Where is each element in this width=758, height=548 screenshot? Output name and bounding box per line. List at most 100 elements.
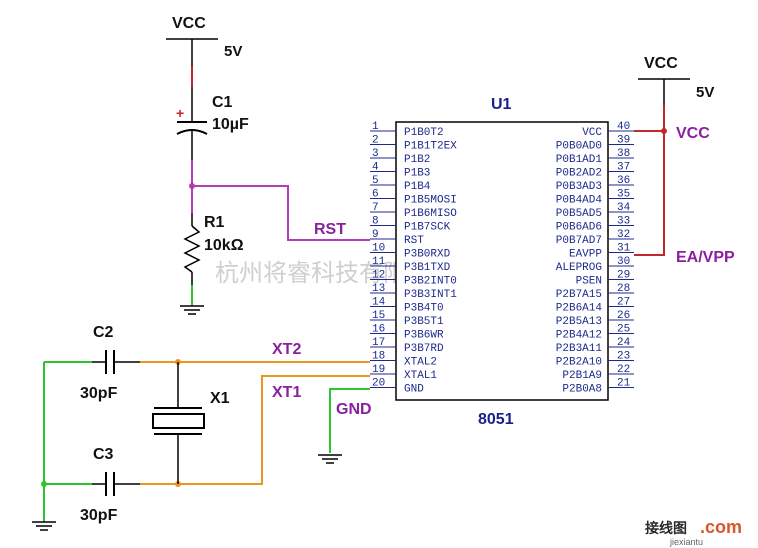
ea-net-label: EA/VPP xyxy=(676,249,735,266)
right-pin-name: P0B7AD7 xyxy=(556,235,602,247)
left-pin-name: XTAL1 xyxy=(404,370,437,382)
c3-ref: C3 xyxy=(93,446,114,463)
v5-right-label: 5V xyxy=(696,84,714,101)
left-pin-name: P1B3 xyxy=(404,168,430,180)
left-pin-number: 1 xyxy=(372,121,379,133)
right-pin-name: P0B1AD1 xyxy=(556,154,603,166)
left-pin-name: P3B0RXD xyxy=(404,249,451,261)
c2-value: 30pF xyxy=(80,385,118,402)
gnd-wire xyxy=(329,388,370,453)
right-pin-name: P2B6A14 xyxy=(556,303,603,315)
right-pin-name: P0B0AD0 xyxy=(556,141,602,153)
right-pin-name: P2B4A12 xyxy=(556,330,602,342)
right-pin-name: P2B0A8 xyxy=(562,384,602,396)
left-pin-name: P1B5MOSI xyxy=(404,195,457,207)
left-pin-name: P3B7RD xyxy=(404,343,444,355)
left-pin-number: 10 xyxy=(372,243,385,255)
chip-part: 8051 xyxy=(478,411,514,428)
r1-zigzag xyxy=(183,225,201,273)
right-pin-number: 34 xyxy=(617,202,631,214)
right-pin-number: 40 xyxy=(617,121,630,133)
x1-ref: X1 xyxy=(210,390,230,407)
c2-ref: C2 xyxy=(93,324,114,341)
xt1-wire xyxy=(140,375,370,485)
left-pin-number: 7 xyxy=(372,202,379,214)
left-pin-name: P3B5T1 xyxy=(404,316,444,328)
left-pin-name: P1B6MISO xyxy=(404,208,457,220)
left-pin-number: 8 xyxy=(372,216,379,228)
right-pin-name: P2B5A13 xyxy=(556,316,602,328)
left-pin-number: 3 xyxy=(372,148,379,160)
left-pin-number: 17 xyxy=(372,337,385,349)
right-pin-name: P0B3AD3 xyxy=(556,181,602,193)
left-pin-number: 14 xyxy=(372,297,386,309)
c3-value: 30pF xyxy=(80,507,118,524)
right-pin-number: 29 xyxy=(617,270,630,282)
r1-ref: R1 xyxy=(204,214,225,231)
right-pin-name: P0B5AD5 xyxy=(556,208,602,220)
right-pin-name: P0B2AD2 xyxy=(556,168,602,180)
right-pin-number: 22 xyxy=(617,364,630,376)
right-pin-number: 37 xyxy=(617,162,630,174)
logo-text: 接线图 xyxy=(645,520,687,536)
left-pin-number: 18 xyxy=(372,351,385,363)
left-pin-number: 11 xyxy=(372,256,386,268)
vcc-node-dot xyxy=(661,128,667,134)
left-pin-name: XTAL2 xyxy=(404,357,437,369)
left-pin-number: 4 xyxy=(372,162,379,174)
left-pin-name: P1B4 xyxy=(404,181,431,193)
xt2-net-label: XT2 xyxy=(272,341,301,358)
right-pin-number: 30 xyxy=(617,256,630,268)
left-pin-number: 20 xyxy=(372,378,385,390)
rst-net-label: RST xyxy=(314,221,346,238)
right-pin-number: 39 xyxy=(617,135,630,147)
right-pin-number: 24 xyxy=(617,337,631,349)
v5-top-label: 5V xyxy=(224,43,242,60)
right-pin-name: VCC xyxy=(582,127,602,139)
right-pin-name: P0B6AD6 xyxy=(556,222,602,234)
left-pin-name: RST xyxy=(404,235,424,247)
right-pin-name: P0B4AD4 xyxy=(556,195,603,207)
left-pin-number: 5 xyxy=(372,175,379,187)
right-pin-number: 25 xyxy=(617,324,630,336)
r1-ground-symbol xyxy=(180,305,204,315)
logo-com: .com xyxy=(700,517,742,537)
c1-plus-sign: + xyxy=(176,105,184,121)
right-pin-name: P2B1A9 xyxy=(562,370,602,382)
left-pin-number: 9 xyxy=(372,229,379,241)
left-pin-number: 12 xyxy=(372,270,385,282)
left-pin-number: 15 xyxy=(372,310,385,322)
right-pin-number: 32 xyxy=(617,229,630,241)
left-pin-name: P1B0T2 xyxy=(404,127,444,139)
right-pin-number: 36 xyxy=(617,175,630,187)
c1-ref: C1 xyxy=(212,94,233,111)
left-pin-name: P3B6WR xyxy=(404,330,444,342)
right-pin-number: 26 xyxy=(617,310,630,322)
c1-value: 10µF xyxy=(212,116,249,133)
right-pin-number: 23 xyxy=(617,351,630,363)
left-pin-number: 13 xyxy=(372,283,385,295)
left-pin-number: 6 xyxy=(372,189,379,201)
right-pin-number: 35 xyxy=(617,189,630,201)
right-pin-number: 21 xyxy=(617,378,631,390)
gnd-ground-symbol xyxy=(318,454,342,464)
left-pin-name: P3B1TXD xyxy=(404,262,451,274)
vcc-right-label: VCC xyxy=(644,55,678,72)
left-pin-number: 16 xyxy=(372,324,385,336)
left-pin-name: P3B2INT0 xyxy=(404,276,457,288)
left-pin-number: 2 xyxy=(372,135,379,147)
right-pin-name: P2B3A11 xyxy=(556,343,603,355)
gnd-net-label: GND xyxy=(336,401,372,418)
xtal-ground-symbol xyxy=(32,521,56,531)
chip-body xyxy=(395,121,609,401)
right-pin-number: 38 xyxy=(617,148,630,160)
vcc-top-label: VCC xyxy=(172,15,206,32)
right-pin-name: PSEN xyxy=(576,276,602,288)
right-pin-number: 28 xyxy=(617,283,630,295)
vcc-ea-wire xyxy=(634,105,665,256)
left-pin-name: P3B3INT1 xyxy=(404,289,457,301)
left-pin-name: P1B7SCK xyxy=(404,222,451,234)
